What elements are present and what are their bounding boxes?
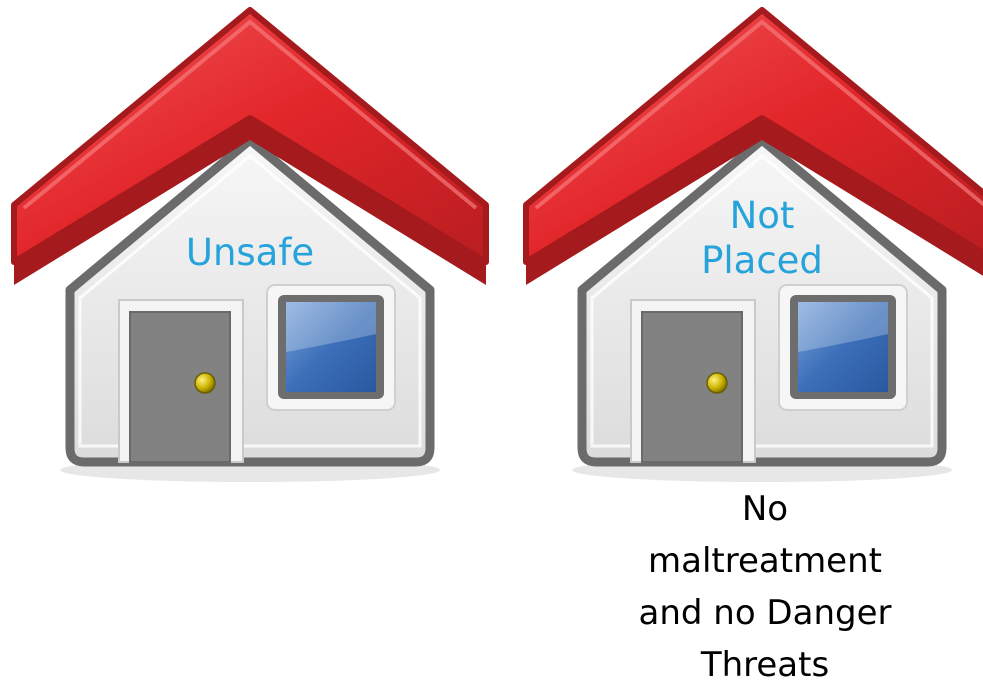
house-label-unsafe: Unsafe [10, 230, 490, 275]
caption-line: and no Danger [565, 587, 965, 639]
house-label-line: Placed [522, 238, 983, 283]
caption-line: Threats [565, 639, 965, 691]
house-label-line: Not [522, 193, 983, 238]
house-label-not-placed: Not Placed [522, 193, 983, 283]
house-not-placed: Not Placed [522, 0, 983, 500]
house-unsafe: Unsafe [10, 0, 490, 500]
caption-line: No [565, 483, 965, 535]
caption-text: No maltreatment and no Danger Threats [565, 483, 965, 691]
house-label-line: Unsafe [10, 230, 490, 275]
caption-line: maltreatment [565, 535, 965, 587]
